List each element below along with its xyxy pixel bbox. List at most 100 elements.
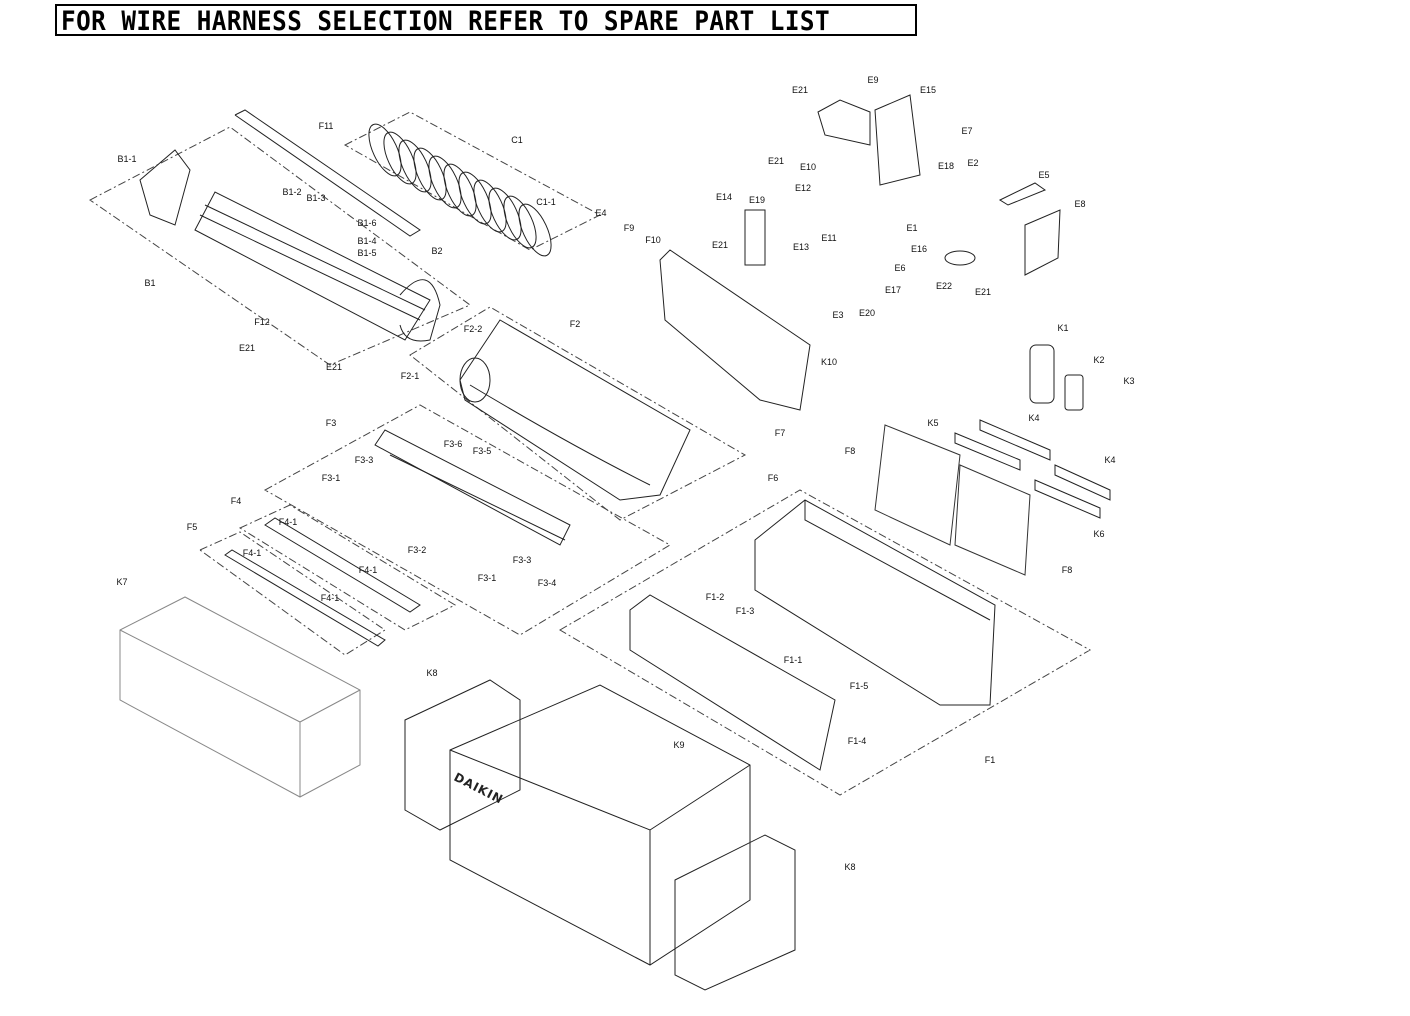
louver-f4 — [264, 517, 421, 613]
part-label: F4-1 — [278, 517, 298, 527]
part-label: E2 — [967, 158, 979, 168]
part-label: F10 — [645, 235, 661, 245]
part-label: E21 — [238, 343, 256, 353]
filter-k4-b — [1054, 464, 1111, 501]
part-label: E11 — [821, 233, 837, 243]
part-label: E22 — [935, 281, 953, 291]
group-b1 — [89, 126, 471, 366]
group-f4 — [238, 504, 457, 631]
electrical-box-parts — [744, 94, 1061, 276]
part-label: E21 — [325, 362, 343, 372]
front-frame-f2 — [459, 319, 691, 501]
part-label: B1-1 — [117, 154, 137, 164]
remote-k1 — [1029, 344, 1055, 404]
part-label: K4 — [1028, 413, 1040, 423]
part-label: K5 — [927, 418, 939, 428]
part-label: E21 — [767, 156, 785, 166]
part-label: F2-1 — [400, 371, 420, 381]
part-label: E14 — [715, 192, 733, 202]
part-label: E10 — [799, 162, 817, 172]
part-label: F1-2 — [705, 592, 725, 602]
part-label: F1-1 — [783, 655, 803, 665]
filter-f8 — [874, 424, 1031, 576]
group-f5 — [199, 531, 386, 656]
part-label: K7 — [116, 577, 128, 587]
part-label: E13 — [792, 242, 810, 252]
filter-k5 — [954, 432, 1021, 471]
cushion-k8-right — [674, 834, 796, 991]
title-banner: FOR WIRE HARNESS SELECTION REFER TO SPAR… — [55, 4, 917, 37]
part-label: F4-1 — [242, 548, 262, 558]
front-panel-f1-1 — [629, 594, 836, 771]
part-label: B1 — [144, 278, 156, 288]
part-label: F3-1 — [321, 473, 341, 483]
part-label: E4 — [595, 208, 607, 218]
title-text: FOR WIRE HARNESS SELECTION REFER TO SPAR… — [61, 6, 831, 37]
part-label: F11 — [318, 121, 334, 131]
part-label: B1-4 — [357, 236, 377, 246]
part-label: F3-5 — [472, 446, 492, 456]
part-label: F8 — [1061, 565, 1073, 575]
part-label: K9 — [673, 740, 685, 750]
part-label: B1-6 — [357, 218, 377, 228]
part-label: F3-3 — [354, 455, 374, 465]
part-label: E7 — [961, 126, 973, 136]
part-label: F2-2 — [463, 324, 483, 334]
holder-k2 — [1064, 374, 1084, 411]
part-label: K3 — [1123, 376, 1135, 386]
part-label: C1-1 — [536, 197, 556, 207]
heat-exchanger-b1 — [194, 191, 441, 342]
part-label: F6 — [767, 473, 779, 483]
part-label: F12 — [254, 317, 270, 327]
indoor-unit-f1 — [754, 499, 996, 706]
louver-f5 — [224, 549, 386, 647]
side-plate-b1-1 — [139, 149, 191, 226]
part-label: E8 — [1074, 199, 1086, 209]
part-label: F4-1 — [358, 565, 378, 575]
fan-c1 — [368, 123, 552, 257]
part-label: E16 — [910, 244, 928, 254]
part-label: F2 — [569, 319, 581, 329]
part-label: K1 — [1057, 323, 1069, 333]
packing-bag-k7 — [119, 596, 361, 798]
part-label: E18 — [937, 161, 955, 171]
part-label: F1-5 — [849, 681, 869, 691]
part-label: B1-5 — [357, 248, 377, 258]
part-label: F3-2 — [407, 545, 427, 555]
group-f1 — [559, 489, 1092, 796]
part-label: B2 — [431, 246, 443, 256]
part-label: E15 — [919, 85, 937, 95]
part-label: K2 — [1093, 355, 1105, 365]
part-label: K8 — [426, 668, 438, 678]
part-label: E20 — [858, 308, 876, 318]
cushion-k8-left — [404, 679, 521, 831]
group-f2 — [409, 306, 747, 521]
part-label: E1 — [906, 223, 918, 233]
part-label: K6 — [1093, 529, 1105, 539]
filter-k4-a — [979, 419, 1051, 461]
part-label: F9 — [623, 223, 635, 233]
part-label: E3 — [832, 310, 844, 320]
part-label: E21 — [974, 287, 992, 297]
part-label: F3-6 — [443, 439, 463, 449]
part-label: F1-3 — [735, 606, 755, 616]
part-label: E6 — [894, 263, 906, 273]
part-label: F4-1 — [320, 593, 340, 603]
part-label: B1-2 — [282, 187, 302, 197]
part-label: F3-1 — [477, 573, 497, 583]
filter-k6 — [1034, 479, 1101, 519]
drain-pan-f11 — [234, 109, 421, 237]
drain-pan-f3 — [374, 429, 571, 546]
part-label: E19 — [748, 195, 766, 205]
part-label: C1 — [511, 135, 523, 145]
part-label: E21 — [791, 85, 809, 95]
fan-blade-ring — [518, 203, 552, 257]
group-f3 — [263, 404, 671, 636]
part-label: F3-4 — [537, 578, 557, 588]
part-label: E12 — [794, 183, 812, 193]
mounting-plate-k10 — [659, 249, 811, 411]
carton-box-k9 — [449, 684, 751, 966]
part-label: K10 — [820, 357, 838, 367]
part-label: F5 — [186, 522, 198, 532]
